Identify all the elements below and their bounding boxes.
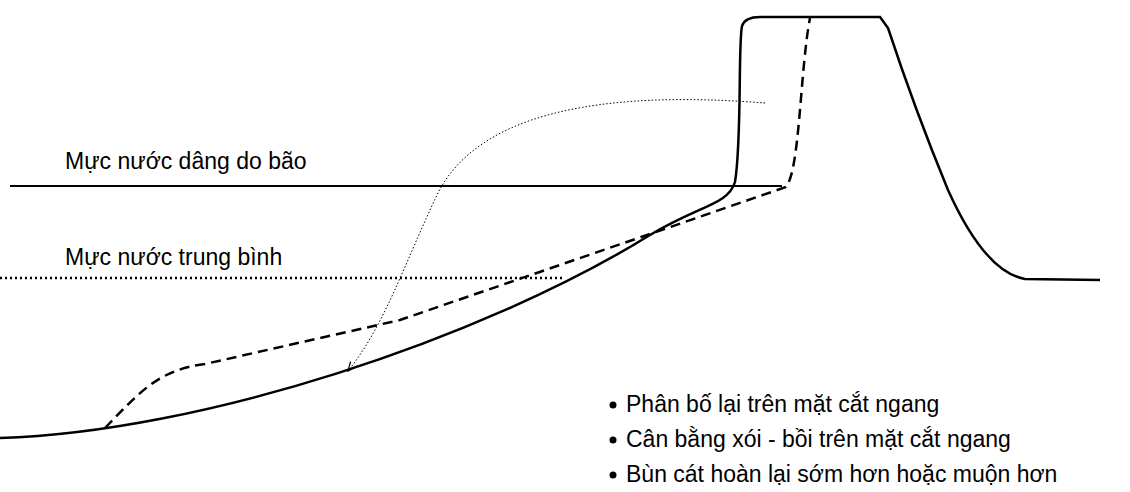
bullet [610,402,617,409]
mean-level-line [0,277,565,280]
surge-level-line [10,185,782,187]
initial-profile [0,17,1100,438]
note-text: Bùn cát hoàn lại sớm hơn hoặc muộn hơn [626,461,1057,487]
water-level-label: Mực nước dâng do bão [65,148,307,174]
bullet [610,472,617,479]
bullet [610,437,617,444]
note-text: Phân bố lại trên mặt cắt ngang [626,391,939,417]
water-level-label: Mực nước trung bình [65,244,282,270]
note-text: Cân bằng xói - bồi trên mặt cắt ngang [626,426,1011,452]
storm-profile [105,18,810,428]
sediment-arrow [348,100,765,371]
